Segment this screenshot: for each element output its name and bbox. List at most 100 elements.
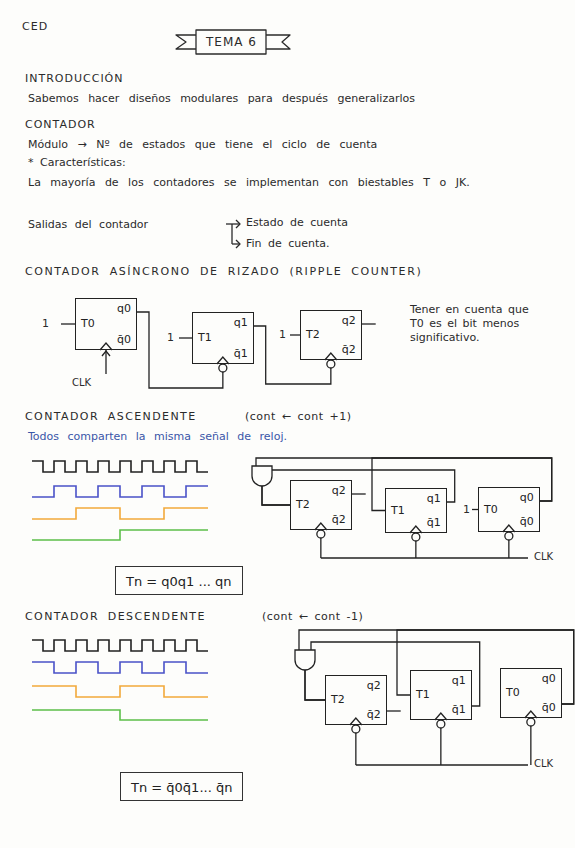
wire <box>372 458 552 511</box>
handwritten-note: Salidas del contador <box>28 218 148 232</box>
formula-text: Tn = q0q1 ... qn <box>126 574 232 589</box>
flip-flop-box: T1q1q̄1 <box>192 312 254 364</box>
input-name: T1 <box>416 688 430 701</box>
output-name: q2 <box>342 314 356 327</box>
input-name: T0 <box>484 503 498 516</box>
clock-wire <box>530 726 531 765</box>
timing-waveform <box>32 486 208 497</box>
formula-text: Tn = q̄0q̄1... q̄n <box>131 780 232 795</box>
output-wire <box>352 493 366 494</box>
output-wire <box>362 323 376 324</box>
input-name: T2 <box>306 328 320 341</box>
clock-wire <box>415 541 416 558</box>
clock-triangle <box>525 711 537 718</box>
section-heading: (cont ← cont +1) <box>245 410 352 424</box>
output-item: Fin de cuenta. <box>246 237 330 251</box>
timing-waveform <box>32 530 208 540</box>
output-name: q̄2 <box>332 513 346 526</box>
flip-flop-box: T2 q2 q̄2 <box>300 310 362 360</box>
input-name: T2 <box>296 498 310 511</box>
timing-waveform <box>32 686 208 697</box>
clock-triangle <box>503 525 515 532</box>
handwritten-note: * Características: <box>28 156 126 170</box>
output-item: Estado de cuenta <box>246 216 348 230</box>
clock-triangle <box>315 523 327 530</box>
output-name: q̄1 <box>427 516 441 529</box>
clock-arrow <box>102 351 110 356</box>
flip-flop-box: T2q2q̄2 <box>325 675 387 725</box>
handwritten-note: Todos comparten la misma señal de reloj. <box>28 430 287 444</box>
handwritten-note: La mayoría de los contadores se implemen… <box>28 176 498 190</box>
wire <box>397 630 574 704</box>
handwritten-note: Sabemos hacer diseños modulares para des… <box>28 92 415 106</box>
clock-triangle <box>410 526 422 533</box>
output-name: q̄0 <box>520 515 534 528</box>
output-name: q0 <box>117 302 131 315</box>
section-heading: CONTADOR ASCENDENTE <box>25 410 197 424</box>
output-name: q̄0 <box>117 333 131 346</box>
output-name: q̄2 <box>342 343 356 356</box>
clock-bubble <box>505 532 513 540</box>
and-gate <box>295 650 315 670</box>
clock-triangle <box>217 357 229 364</box>
clock-triangle <box>100 343 112 350</box>
input-name: T0 <box>506 686 520 699</box>
clock-bus <box>321 557 528 558</box>
input-label: 1 <box>167 331 174 345</box>
section-heading: CONTADOR <box>25 118 96 132</box>
clock-triangle <box>325 353 337 360</box>
section-heading: CONTADOR DESCENDENTE <box>25 610 206 624</box>
wire <box>256 458 552 505</box>
banner-tail <box>176 35 196 49</box>
output-name: q1 <box>452 674 466 687</box>
output-name: q0 <box>542 672 556 685</box>
constant-input-wire <box>61 323 75 324</box>
output-name: q̄0 <box>542 701 556 714</box>
wire <box>137 312 223 388</box>
constant-input-wire <box>179 337 192 338</box>
flip-flop-box: T0 q0 q̄0 <box>75 298 137 350</box>
timing-waveform <box>32 710 208 720</box>
input-name: T1 <box>391 504 405 517</box>
handwritten-note: Módulo → Nº de estados que tiene el cicl… <box>28 138 377 152</box>
section-heading: CONTADOR ASÍNCRONO DE RIZADO (RIPPLE COU… <box>25 265 422 279</box>
clock-bus <box>356 764 528 765</box>
input-name: T0 <box>81 317 95 330</box>
input-name: T1 <box>198 331 212 344</box>
bracket <box>231 224 232 244</box>
output-name: q1 <box>427 492 441 505</box>
flip-flop-box: T1q1q̄1 <box>410 670 472 720</box>
clock-wire <box>105 350 106 374</box>
wire <box>254 326 331 384</box>
clock-bubble <box>327 360 335 368</box>
flip-flop-box: T0 q0 q̄0 <box>500 668 562 718</box>
section-heading: (cont ← cont -1) <box>262 610 363 624</box>
clock-wire <box>355 733 356 765</box>
clock-bubble <box>352 725 360 733</box>
flip-flop-box: T0q0q̄0 <box>478 487 540 532</box>
timing-waveform <box>32 508 208 519</box>
flip-flop-box: T2 q2 q̄2 <box>290 480 352 530</box>
formula-box: Tn = q̄0q̄1... q̄n <box>120 772 243 801</box>
timing-waveform <box>32 640 208 651</box>
clock-wire <box>440 728 441 765</box>
clock-label: CLK <box>72 377 91 390</box>
bracket-arrow <box>236 220 240 228</box>
clock-label: CLK <box>534 758 553 771</box>
title-banner <box>196 30 266 54</box>
constant-input-wire <box>290 334 300 335</box>
output-wire <box>387 710 401 711</box>
side-note: Tener en cuenta que T0 es el bit menos s… <box>410 303 532 344</box>
page-tag: CED <box>22 20 48 34</box>
clock-wire <box>320 538 321 558</box>
output-name: q̄2 <box>367 708 381 721</box>
output-name: q̄1 <box>234 347 248 360</box>
page-title: TEMA 6 <box>206 35 257 50</box>
wire <box>305 642 480 706</box>
output-name: q2 <box>332 484 346 497</box>
clock-bubble <box>219 364 227 372</box>
and-gate <box>252 466 272 486</box>
clock-label: CLK <box>534 551 553 564</box>
bracket <box>226 223 240 224</box>
